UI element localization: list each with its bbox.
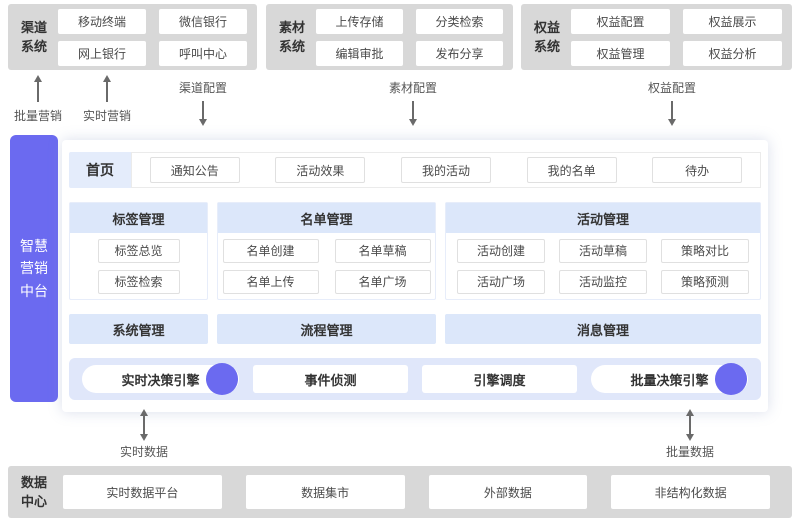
system-chip: 权益展示 — [683, 8, 782, 34]
system-chip: 发布分享 — [416, 40, 503, 66]
section-item: 名单草稿 — [334, 238, 431, 263]
section-item: 活动创建 — [457, 238, 545, 263]
bar-message-management: 消息管理 — [445, 314, 761, 344]
bar-process-management: 流程管理 — [217, 314, 436, 344]
down-arrow-icon — [412, 101, 414, 123]
double-arrow-icon — [143, 412, 145, 438]
data-center-item: 数据集市 — [245, 475, 405, 509]
section-item: 策略对比 — [661, 238, 749, 263]
platform-panel: 首页 通知公告 活动效果 我的活动 我的名单 待办 标签管理 标签总览 标签检索… — [62, 140, 768, 412]
flow-realtime-data: 实时数据 — [116, 412, 172, 460]
home-item: 我的活动 — [400, 157, 491, 183]
home-item: 通知公告 — [149, 157, 240, 183]
section-list-management: 名单管理 名单创建 名单草稿 名单上传 名单广场 — [217, 202, 436, 300]
section-item: 标签检索 — [97, 269, 180, 294]
flow-batch-data: 批量数据 — [662, 412, 718, 460]
system-chip: 微信银行 — [159, 8, 247, 34]
down-arrow-icon — [671, 101, 673, 123]
section-item: 策略预测 — [661, 269, 749, 294]
system-box-material: 素材系统 上传存储 分类检索 编辑审批 发布分享 — [266, 4, 513, 70]
flow-label: 批量数据 — [665, 445, 714, 459]
system-chip: 编辑审批 — [316, 40, 403, 66]
engine-realtime-decision: 实时决策引擎 — [82, 363, 239, 395]
home-item: 待办 — [652, 157, 743, 183]
flow-label: 素材配置 — [388, 81, 437, 95]
flow-material-config: 素材配置 — [385, 79, 441, 123]
section-body: 名单创建 名单草稿 名单上传 名单广场 — [218, 233, 435, 299]
down-arrow-icon — [202, 101, 204, 123]
flow-label: 权益配置 — [647, 81, 696, 95]
system-box-title: 素材系统 — [279, 19, 306, 55]
engine-scheduling: 引擎调度 — [422, 365, 577, 393]
system-chip: 权益配置 — [571, 8, 670, 34]
engine-label: 批量决策引擎 — [630, 372, 709, 388]
system-box-title: 渠道系统 — [21, 19, 48, 55]
section-item: 活动监控 — [559, 269, 647, 294]
engine-batch-decision: 批量决策引擎 — [591, 363, 748, 395]
engine-event-detection: 事件侦测 — [253, 365, 408, 393]
data-center-title: 数据中心 — [21, 474, 48, 510]
system-chip: 上传存储 — [316, 8, 403, 34]
section-title: 名单管理 — [218, 203, 435, 233]
section-body: 活动创建 活动草稿 策略对比 活动广场 活动监控 策略预测 — [446, 233, 760, 299]
home-tab: 首页 — [69, 152, 131, 188]
flow-label: 渠道配置 — [178, 81, 227, 95]
data-center-item: 非结构化数据 — [611, 475, 770, 509]
system-chip: 呼叫中心 — [159, 40, 247, 66]
section-title: 活动管理 — [446, 203, 760, 233]
platform-title: 智慧营销中台 — [20, 237, 48, 299]
data-center-bar: 数据中心 实时数据平台 数据集市 外部数据 非结构化数据 — [8, 466, 792, 518]
data-center-item: 实时数据平台 — [63, 475, 222, 509]
system-box-channel: 渠道系统 移动终端 微信银行 网上银行 呼叫中心 — [8, 4, 257, 70]
section-title: 标签管理 — [70, 203, 207, 233]
system-box-title: 权益系统 — [534, 19, 561, 55]
flow-rights-config: 权益配置 — [644, 79, 700, 123]
bar-system-management: 系统管理 — [69, 314, 208, 344]
system-chip: 分类检索 — [416, 8, 503, 34]
engine-label: 实时决策引擎 — [121, 372, 200, 388]
system-chip: 权益管理 — [571, 40, 670, 66]
module-sections: 标签管理 标签总览 标签检索 名单管理 名单创建 名单草稿 名单上传 名单广场 … — [69, 202, 761, 300]
home-item: 活动效果 — [275, 157, 366, 183]
home-item: 我的名单 — [526, 157, 617, 183]
system-chip: 网上银行 — [58, 40, 146, 66]
engine-indicator-dot — [715, 363, 747, 395]
data-center-items: 实时数据平台 数据集市 外部数据 非结构化数据 — [63, 475, 770, 509]
engine-row: 实时决策引擎 事件侦测 引擎调度 批量决策引擎 — [69, 358, 761, 400]
section-tag-management: 标签管理 标签总览 标签检索 — [69, 202, 208, 300]
system-box-items: 移动终端 微信银行 网上银行 呼叫中心 — [58, 8, 247, 66]
flow-realtime-marketing: 实时营销 — [79, 78, 135, 124]
system-chip: 移动终端 — [58, 8, 146, 34]
section-body: 标签总览 标签检索 — [70, 233, 207, 299]
engine-label: 事件侦测 — [304, 372, 357, 388]
section-item: 活动广场 — [457, 269, 545, 294]
system-box-items: 上传存储 分类检索 编辑审批 发布分享 — [316, 8, 503, 66]
up-arrow-icon — [37, 78, 39, 102]
home-row: 首页 通知公告 活动效果 我的活动 我的名单 待办 — [69, 152, 761, 188]
system-box-rights: 权益系统 权益配置 权益展示 权益管理 权益分析 — [521, 4, 792, 70]
section-item: 标签总览 — [97, 238, 180, 263]
double-arrow-icon — [689, 412, 691, 438]
section-item: 名单广场 — [334, 269, 431, 294]
flow-label: 批量营销 — [13, 109, 62, 123]
data-center-item: 外部数据 — [428, 475, 588, 509]
engine-indicator-dot — [206, 363, 238, 395]
section-item: 名单上传 — [222, 269, 319, 294]
system-box-items: 权益配置 权益展示 权益管理 权益分析 — [571, 8, 782, 66]
section-activity-management: 活动管理 活动创建 活动草稿 策略对比 活动广场 活动监控 策略预测 — [445, 202, 761, 300]
flow-label: 实时数据 — [119, 445, 168, 459]
flow-channel-config: 渠道配置 — [175, 79, 231, 123]
section-item: 活动草稿 — [559, 238, 647, 263]
platform-sidebar: 智慧营销中台 — [10, 135, 58, 402]
system-chip: 权益分析 — [683, 40, 782, 66]
management-bars: 系统管理 流程管理 消息管理 — [69, 314, 761, 344]
flow-label: 实时营销 — [82, 109, 131, 123]
engine-label: 引擎调度 — [473, 372, 526, 388]
flow-batch-marketing: 批量营销 — [10, 78, 66, 124]
section-item: 名单创建 — [222, 238, 319, 263]
up-arrow-icon — [106, 78, 108, 102]
home-items: 通知公告 活动效果 我的活动 我的名单 待办 — [131, 152, 761, 188]
